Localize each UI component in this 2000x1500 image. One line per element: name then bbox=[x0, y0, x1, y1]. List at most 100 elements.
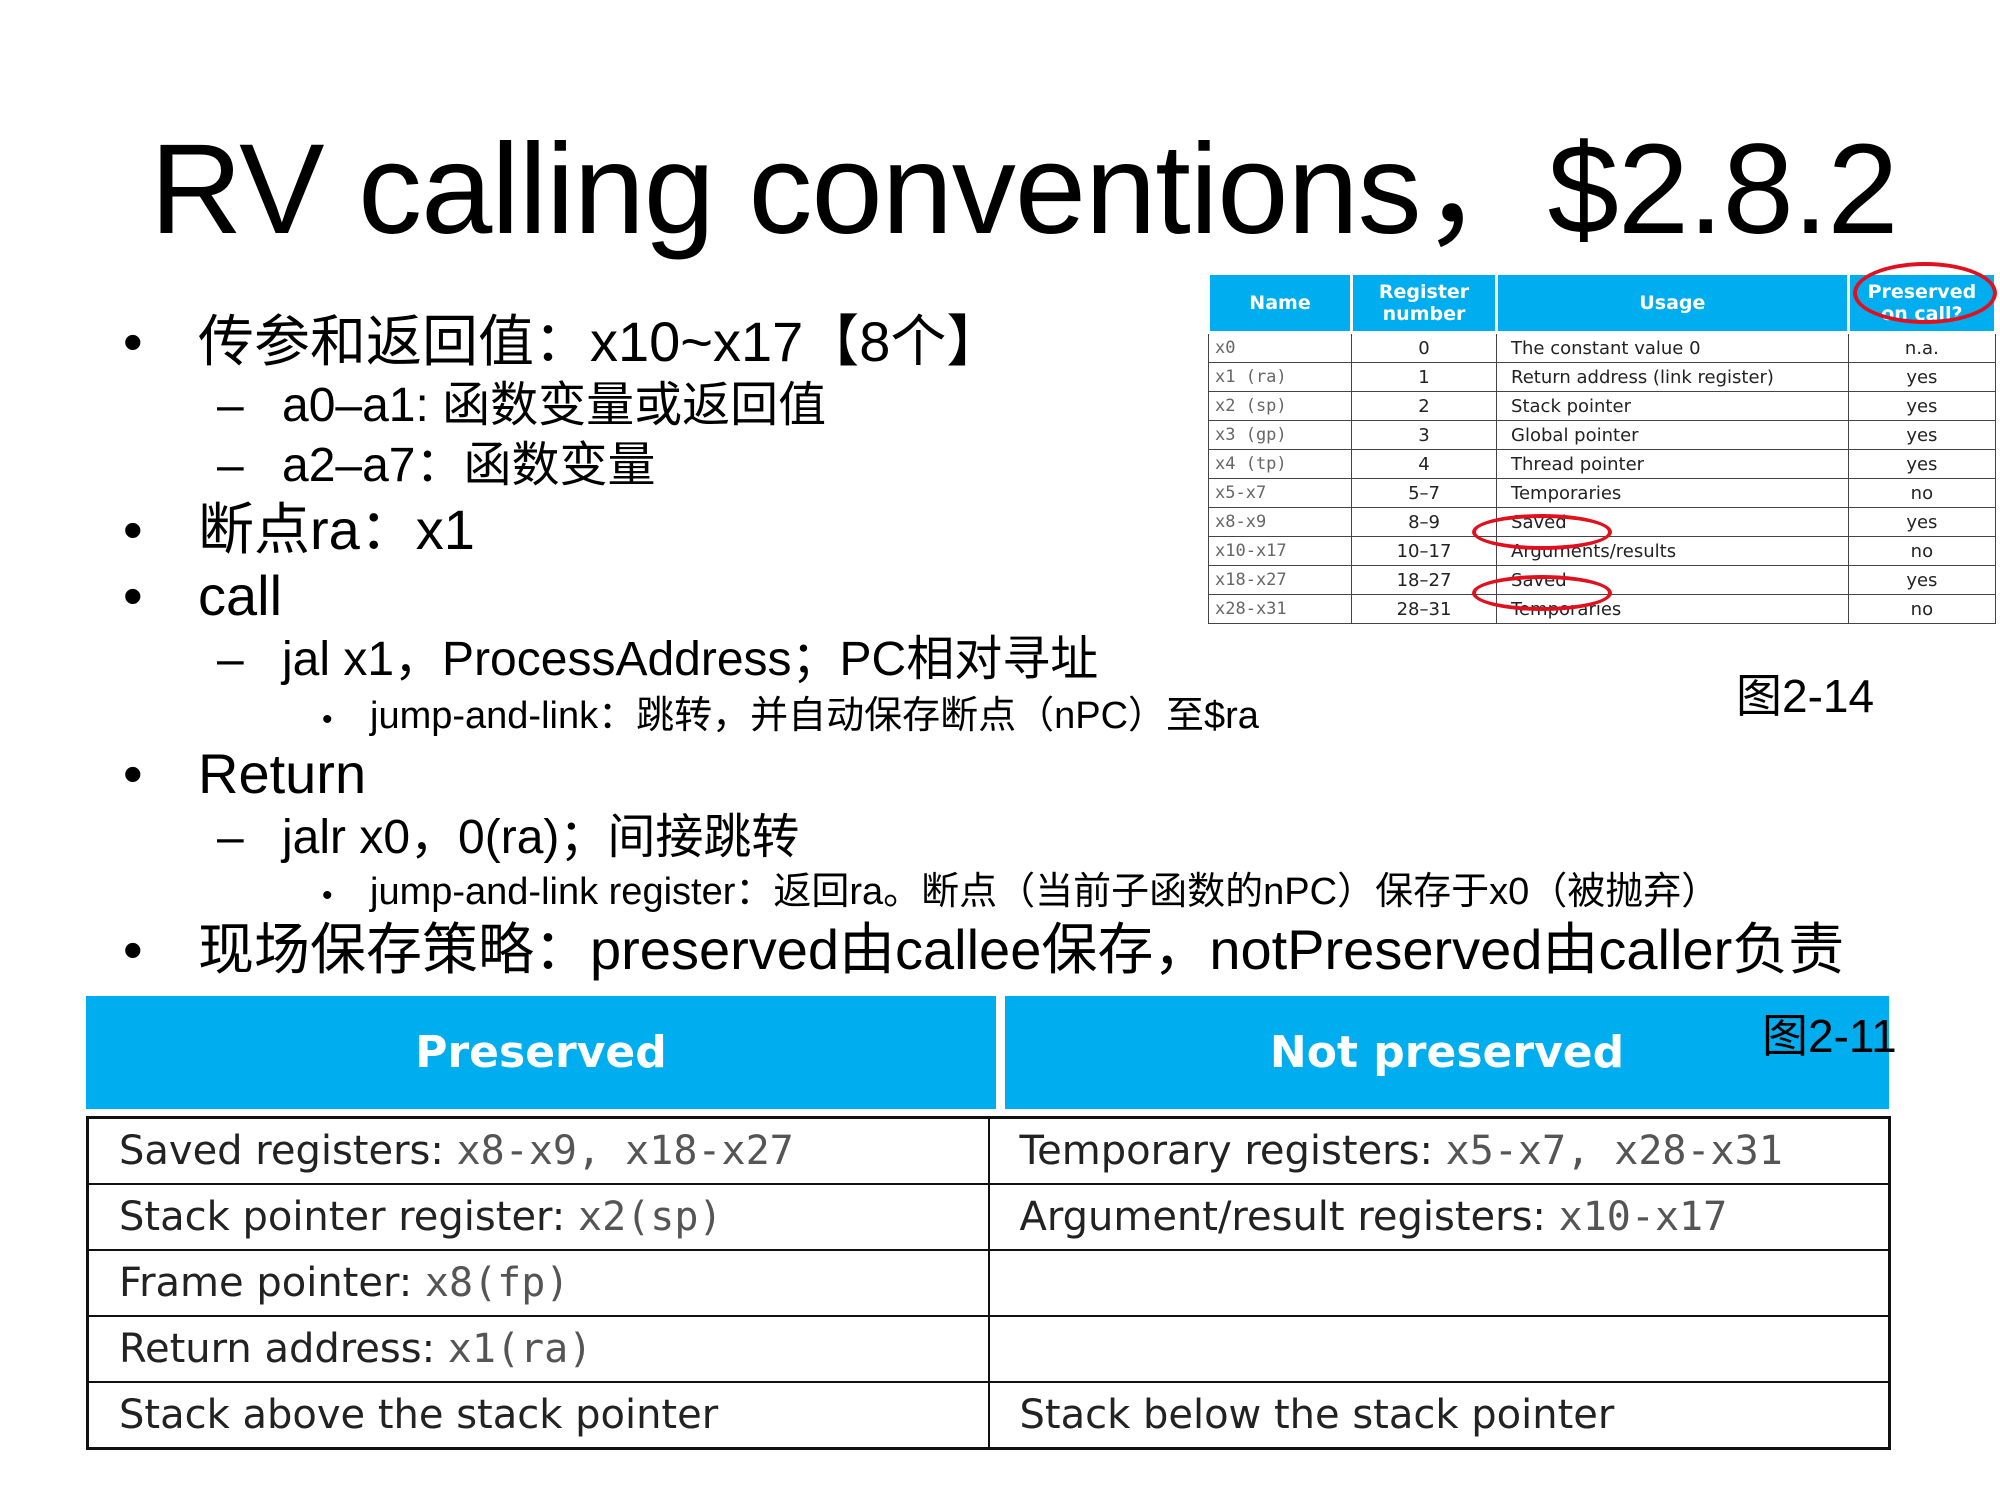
bullet-dot: • bbox=[123, 564, 143, 627]
cell-label: Frame pointer: bbox=[119, 1260, 425, 1306]
preserved-cell: Stack pointer register: x2(sp) bbox=[86, 1183, 990, 1251]
not-preserved-cell: Stack below the stack pointer bbox=[987, 1381, 1891, 1450]
bullet-dash: – bbox=[217, 811, 244, 864]
cell-label: Stack above the stack pointer bbox=[119, 1392, 719, 1438]
cell-registers: x10-x17 bbox=[1558, 1194, 1728, 1240]
cell-label: Temporary registers: bbox=[1019, 1128, 1446, 1174]
register-usage-cell: Thread pointer bbox=[1496, 449, 1849, 479]
register-name-cell: x2 (sp) bbox=[1207, 391, 1353, 421]
bullet-dot: • bbox=[322, 703, 333, 736]
not-preserved-cell bbox=[987, 1315, 1891, 1383]
sub-bullet-a0-a1: – a0–a1: 函数变量或返回值 bbox=[217, 378, 827, 434]
preserved-cell: Frame pointer: x8(fp) bbox=[86, 1249, 990, 1317]
register-name-cell: x28-x31 bbox=[1207, 594, 1353, 624]
register-preserved-cell: yes bbox=[1847, 507, 1997, 537]
register-preserved-cell: no bbox=[1847, 594, 1997, 624]
table-row: Stack above the stack pointer Stack below… bbox=[86, 1381, 1891, 1450]
bullet-text: a2–a7：函数变量 bbox=[282, 439, 656, 492]
register-name-cell: x4 (tp) bbox=[1207, 449, 1353, 479]
register-number-cell: 2 bbox=[1351, 391, 1498, 421]
bullet-text: a0–a1: 函数变量或返回值 bbox=[282, 379, 827, 432]
register-number-cell: 3 bbox=[1351, 420, 1498, 450]
preserved-header-highlight bbox=[1853, 262, 1997, 324]
register-name-cell: x5-x7 bbox=[1207, 478, 1353, 508]
register-preserved-cell: yes bbox=[1847, 362, 1997, 392]
bullet-breakpoint-ra: • 断点ra：x1 bbox=[123, 498, 475, 562]
figure-label-2-11: 图2-11 bbox=[1762, 1010, 1897, 1062]
register-preserved-cell: yes bbox=[1847, 449, 1997, 479]
register-name-cell: x8-x9 bbox=[1207, 507, 1353, 537]
cell-registers: x8(fp) bbox=[424, 1260, 570, 1306]
cell-registers: x2(sp) bbox=[577, 1194, 723, 1240]
preserved-cell: Return address: x1(ra) bbox=[86, 1315, 990, 1383]
table-row: Saved registers: x8-x9, x18-x27 Temporary… bbox=[86, 1116, 1891, 1185]
bullet-call: • call bbox=[123, 564, 283, 628]
bullet-args-returns: • 传参和返回值：x10~x17【8个】 bbox=[123, 310, 1002, 374]
bullet-text: jump-and-link：跳转，并自动保存断点（nPC）至$ra bbox=[370, 695, 1259, 737]
register-preserved-cell: yes bbox=[1847, 391, 1997, 421]
bullet-text: 现场保存策略：preserved由callee保存，notPreserved由c… bbox=[198, 918, 1845, 981]
register-preserved-cell: no bbox=[1847, 536, 1997, 566]
sub-bullet-a2-a7: – a2–a7：函数变量 bbox=[217, 438, 656, 494]
cell-label: Argument/result registers: bbox=[1019, 1194, 1559, 1240]
bullet-dash: – bbox=[217, 439, 244, 492]
register-number-cell: 28–31 bbox=[1351, 594, 1498, 624]
register-usage-cell: Return address (link register) bbox=[1496, 362, 1849, 392]
bullet-text: jump-and-link register：返回ra。断点（当前子函数的nPC… bbox=[370, 871, 1720, 913]
not-preserved-cell: Argument/result registers: x10-x17 bbox=[987, 1183, 1891, 1251]
sub-sub-bullet-jump-and-link: • jump-and-link：跳转，并自动保存断点（nPC）至$ra bbox=[322, 693, 1259, 739]
register-name-cell: x0 bbox=[1207, 332, 1353, 363]
cell-registers: x8-x9, x18-x27 bbox=[456, 1128, 794, 1174]
preserved-cell: Saved registers: x8-x9, x18-x27 bbox=[86, 1116, 990, 1185]
bullet-dot: • bbox=[123, 918, 143, 981]
bullet-text: jalr x0，0(ra)；间接跳转 bbox=[282, 811, 800, 864]
bullet-dash: – bbox=[217, 379, 244, 432]
figure-label-2-14: 图2-14 bbox=[1736, 670, 1875, 722]
bullet-dash: – bbox=[217, 633, 244, 686]
header-name: Name bbox=[1206, 272, 1354, 334]
register-name-cell: x10-x17 bbox=[1207, 536, 1353, 566]
bullet-return: • Return bbox=[123, 742, 367, 806]
bullet-save-strategy: • 现场保存策略：preserved由callee保存，notPreserved… bbox=[123, 918, 1845, 982]
register-number-cell: 0 bbox=[1351, 332, 1498, 363]
preserved-cell: Stack above the stack pointer bbox=[86, 1381, 990, 1450]
bullet-dot: • bbox=[123, 498, 143, 561]
register-usage-cell: Stack pointer bbox=[1496, 391, 1849, 421]
header-preserved-col: Preserved bbox=[86, 996, 996, 1109]
bullet-text: 断点ra：x1 bbox=[198, 498, 475, 561]
bullet-dot: • bbox=[123, 742, 143, 805]
sub-sub-bullet-jalr-desc: • jump-and-link register：返回ra。断点（当前子函数的n… bbox=[322, 869, 1720, 915]
register-number-cell: 10–17 bbox=[1351, 536, 1498, 566]
sub-bullet-jal: – jal x1，ProcessAddress；PC相对寻址 bbox=[217, 632, 1098, 688]
bullet-text: call bbox=[198, 564, 283, 627]
register-number-cell: 4 bbox=[1351, 449, 1498, 479]
register-usage-cell: The constant value 0 bbox=[1496, 332, 1849, 363]
header-not-preserved-col: Not preserved bbox=[1005, 996, 1889, 1109]
register-name-cell: x1 (ra) bbox=[1207, 362, 1353, 392]
register-name-cell: x18-x27 bbox=[1207, 565, 1353, 595]
register-number-cell: 5–7 bbox=[1351, 478, 1498, 508]
saved-x8-x9-highlight bbox=[1472, 514, 1612, 550]
not-preserved-cell bbox=[987, 1249, 1891, 1317]
register-preserved-cell: n.a. bbox=[1847, 332, 1997, 363]
cell-label: Stack pointer register: bbox=[119, 1194, 578, 1240]
preserved-table-header: Preserved Not preserved bbox=[86, 996, 1889, 1109]
bullet-dot: • bbox=[322, 879, 333, 912]
register-preserved-cell: yes bbox=[1847, 420, 1997, 450]
cell-label: Return address: bbox=[119, 1326, 448, 1372]
bullet-dot: • bbox=[123, 310, 143, 373]
table-row: Stack pointer register: x2(sp)Argument/r… bbox=[86, 1183, 1891, 1251]
saved-x18-x27-highlight bbox=[1472, 575, 1612, 611]
bullet-text: Return bbox=[198, 742, 367, 805]
table-row: Frame pointer: x8(fp) bbox=[86, 1249, 1891, 1317]
register-usage-cell: Temporaries bbox=[1496, 478, 1849, 508]
